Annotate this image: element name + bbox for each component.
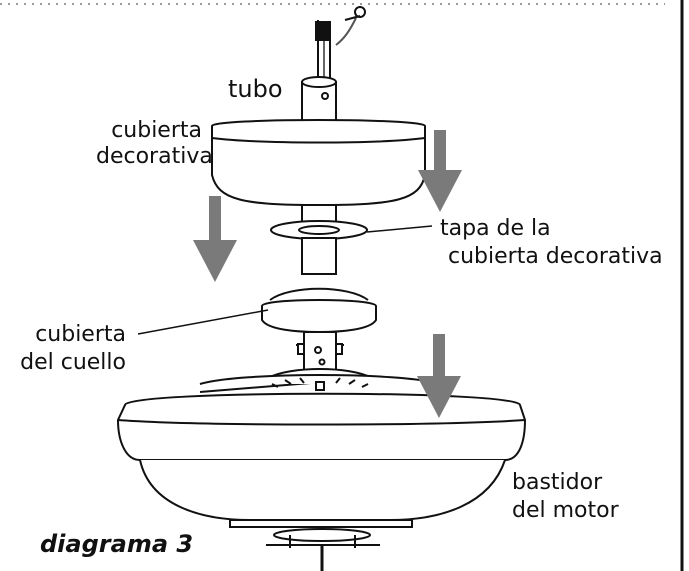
leader-line-cuello — [137, 309, 269, 335]
label-tubo: tubo — [228, 75, 283, 103]
label-cubierta-decorativa-line2: decorativa — [96, 144, 213, 169]
pipe-segment-lower — [301, 237, 337, 275]
label-tapa-line1: tapa de la — [440, 216, 551, 241]
label-motor-line2: del motor — [512, 498, 619, 523]
label-cubierta-decorativa-line1: cubierta — [111, 118, 202, 143]
down-arrow-canopy — [418, 130, 462, 212]
collar-cover — [261, 287, 377, 334]
label-tapa-line2: cubierta decorativa — [448, 244, 663, 269]
wires — [315, 6, 366, 85]
leader-line-tapa — [366, 225, 433, 233]
diagram-title: diagrama 3 — [40, 530, 194, 558]
down-arrow-left — [193, 196, 237, 282]
motor-housing — [116, 368, 527, 528]
canopy-trim-ring — [270, 220, 368, 240]
label-motor-line1: bastidor — [512, 470, 603, 495]
label-cuello-line2: del cuello — [20, 350, 126, 375]
label-cuello-line1: cubierta — [35, 322, 126, 347]
bottom-mounting-plate — [266, 528, 380, 571]
down-arrow-motor — [417, 334, 461, 418]
downrod-pipe — [301, 76, 337, 125]
canopy — [211, 119, 426, 207]
